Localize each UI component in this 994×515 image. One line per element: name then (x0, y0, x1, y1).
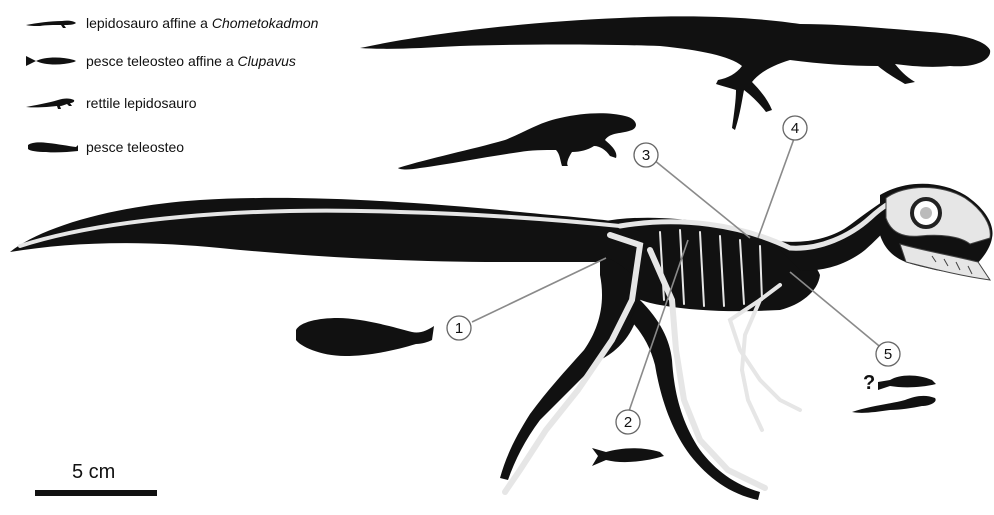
callout-5: 5 (876, 342, 900, 366)
scale-bar-label: 5 cm (72, 461, 115, 484)
fish-icon (22, 136, 80, 158)
legend-item-teleost-clupavus: pesce teleosteo affine a Clupavus (22, 50, 296, 72)
lizard-slender-icon (22, 12, 80, 34)
svg-text:5: 5 (884, 346, 892, 363)
lizard-silhouette (398, 113, 636, 169)
legend-item-lepidosaur: rettile lepidosauro (22, 92, 197, 114)
question-mark: ? (863, 372, 875, 395)
skull (886, 188, 990, 281)
svg-text:1: 1 (455, 320, 463, 337)
fish-small-silhouette (592, 448, 664, 466)
lizard-icon (22, 92, 80, 114)
scale-bar (35, 490, 157, 496)
svg-text:4: 4 (791, 120, 799, 137)
callout-3: 3 (634, 143, 658, 167)
svg-text:3: 3 (642, 147, 650, 164)
legend-label: rettile lepidosauro (86, 95, 197, 111)
callout-2: 2 (616, 410, 640, 434)
callout-1: 1 (447, 316, 471, 340)
fish-large-silhouette (296, 318, 434, 356)
legend-item-teleost: pesce teleosteo (22, 136, 184, 158)
legend-item-lepidosaur-chometokadmon: lepidosauro affine a Chometokadmon (22, 12, 318, 34)
fish-slender-icon (22, 50, 80, 72)
legend-label: lepidosauro affine a Chometokadmon (86, 15, 318, 31)
callout-4: 4 (783, 116, 807, 140)
large-lizard-silhouette (360, 16, 990, 130)
svg-text:2: 2 (624, 414, 632, 431)
legend-label: pesce teleosteo affine a Clupavus (86, 53, 296, 69)
legend-label: pesce teleosteo (86, 139, 184, 155)
dinosaur-body-silhouette (10, 184, 993, 500)
